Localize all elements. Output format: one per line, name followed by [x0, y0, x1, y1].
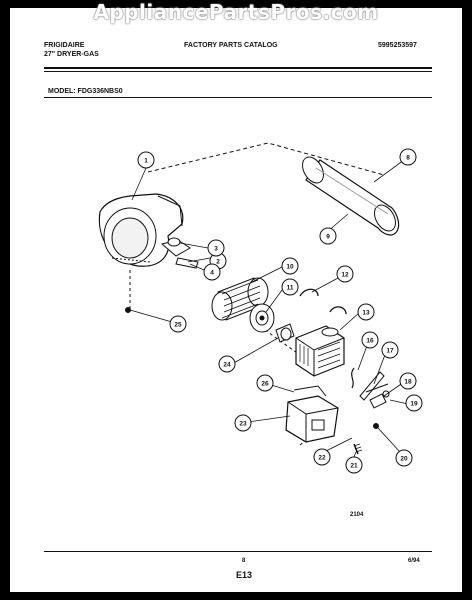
header-rule-bottom: [44, 71, 432, 72]
svg-text:20: 20: [400, 456, 408, 463]
svg-text:8: 8: [406, 155, 410, 162]
callout-10: 10: [281, 257, 299, 275]
callout-22: 22: [313, 448, 331, 466]
svg-text:25: 25: [174, 322, 182, 329]
spring-part: [351, 367, 355, 389]
callout-26: 26: [256, 374, 274, 392]
callout-23: 23: [234, 414, 252, 432]
callout-25: 25: [169, 315, 187, 333]
svg-text:23: 23: [239, 421, 247, 428]
svg-text:4: 4: [210, 270, 214, 277]
callout-13: 13: [357, 303, 375, 321]
svg-text:16: 16: [366, 338, 374, 345]
callout-18: 18: [399, 372, 417, 390]
svg-text:19: 19: [410, 401, 418, 408]
revision-date: 6/94: [408, 558, 420, 564]
header-rule-top: [44, 67, 432, 69]
blower-wheel-part: [211, 277, 269, 321]
svg-text:17: 17: [386, 348, 394, 355]
part-number: 5995253597: [378, 42, 417, 49]
svg-text:10: 10: [286, 264, 294, 271]
svg-text:26: 26: [261, 381, 269, 388]
callout-20: 20: [395, 449, 413, 467]
svg-text:11: 11: [287, 285, 294, 292]
footer-rule: [44, 551, 432, 552]
pulley-part: [249, 303, 275, 333]
callout-8: 8: [399, 148, 417, 166]
svg-text:13: 13: [362, 310, 370, 317]
callout-21: 21: [345, 456, 363, 474]
callout-9: 9: [319, 227, 337, 245]
brand-label: FRIGIDAIRE: [44, 42, 85, 49]
blower-housing-part: [98, 193, 184, 267]
shaft-coupling-part: [275, 323, 295, 343]
model-label: MODEL: FDG336NBS0: [48, 88, 123, 95]
svg-text:18: 18: [404, 379, 412, 386]
callout-16: 16: [361, 331, 379, 349]
exhaust-duct-part: [302, 156, 400, 236]
svg-text:24: 24: [223, 362, 231, 369]
page-number: 8: [242, 558, 246, 564]
centrifugal-switch-part: [359, 371, 390, 409]
svg-text:9: 9: [326, 234, 330, 241]
svg-text:1: 1: [144, 158, 148, 165]
svg-text:2: 2: [216, 259, 220, 266]
svg-text:21: 21: [350, 463, 358, 470]
housing-bracket-part: [160, 237, 199, 269]
model-rule: [44, 97, 432, 98]
clip-part: [299, 288, 319, 297]
callout-24: 24: [218, 355, 236, 373]
product-label: 27" DRYER-GAS: [44, 51, 99, 58]
callout-19: 19: [405, 394, 423, 412]
svg-text:12: 12: [341, 272, 349, 279]
callout-1: 1: [137, 151, 155, 169]
callout-3: 3: [207, 239, 225, 257]
callout-12: 12: [336, 265, 354, 283]
drawing-number: 2104: [350, 512, 364, 518]
callout-4: 4: [203, 263, 221, 281]
motor-mount-part: [285, 385, 339, 443]
svg-text:3: 3: [214, 246, 218, 253]
svg-text:22: 22: [318, 455, 326, 462]
catalog-title: FACTORY PARTS CATALOG: [184, 42, 278, 49]
callout-11: 11: [281, 278, 299, 296]
section-code: E13: [236, 570, 253, 580]
watermark-text: AppliancePartsPros.com: [93, 0, 379, 24]
motor-part: [295, 325, 345, 377]
callout-17: 17: [381, 341, 399, 359]
